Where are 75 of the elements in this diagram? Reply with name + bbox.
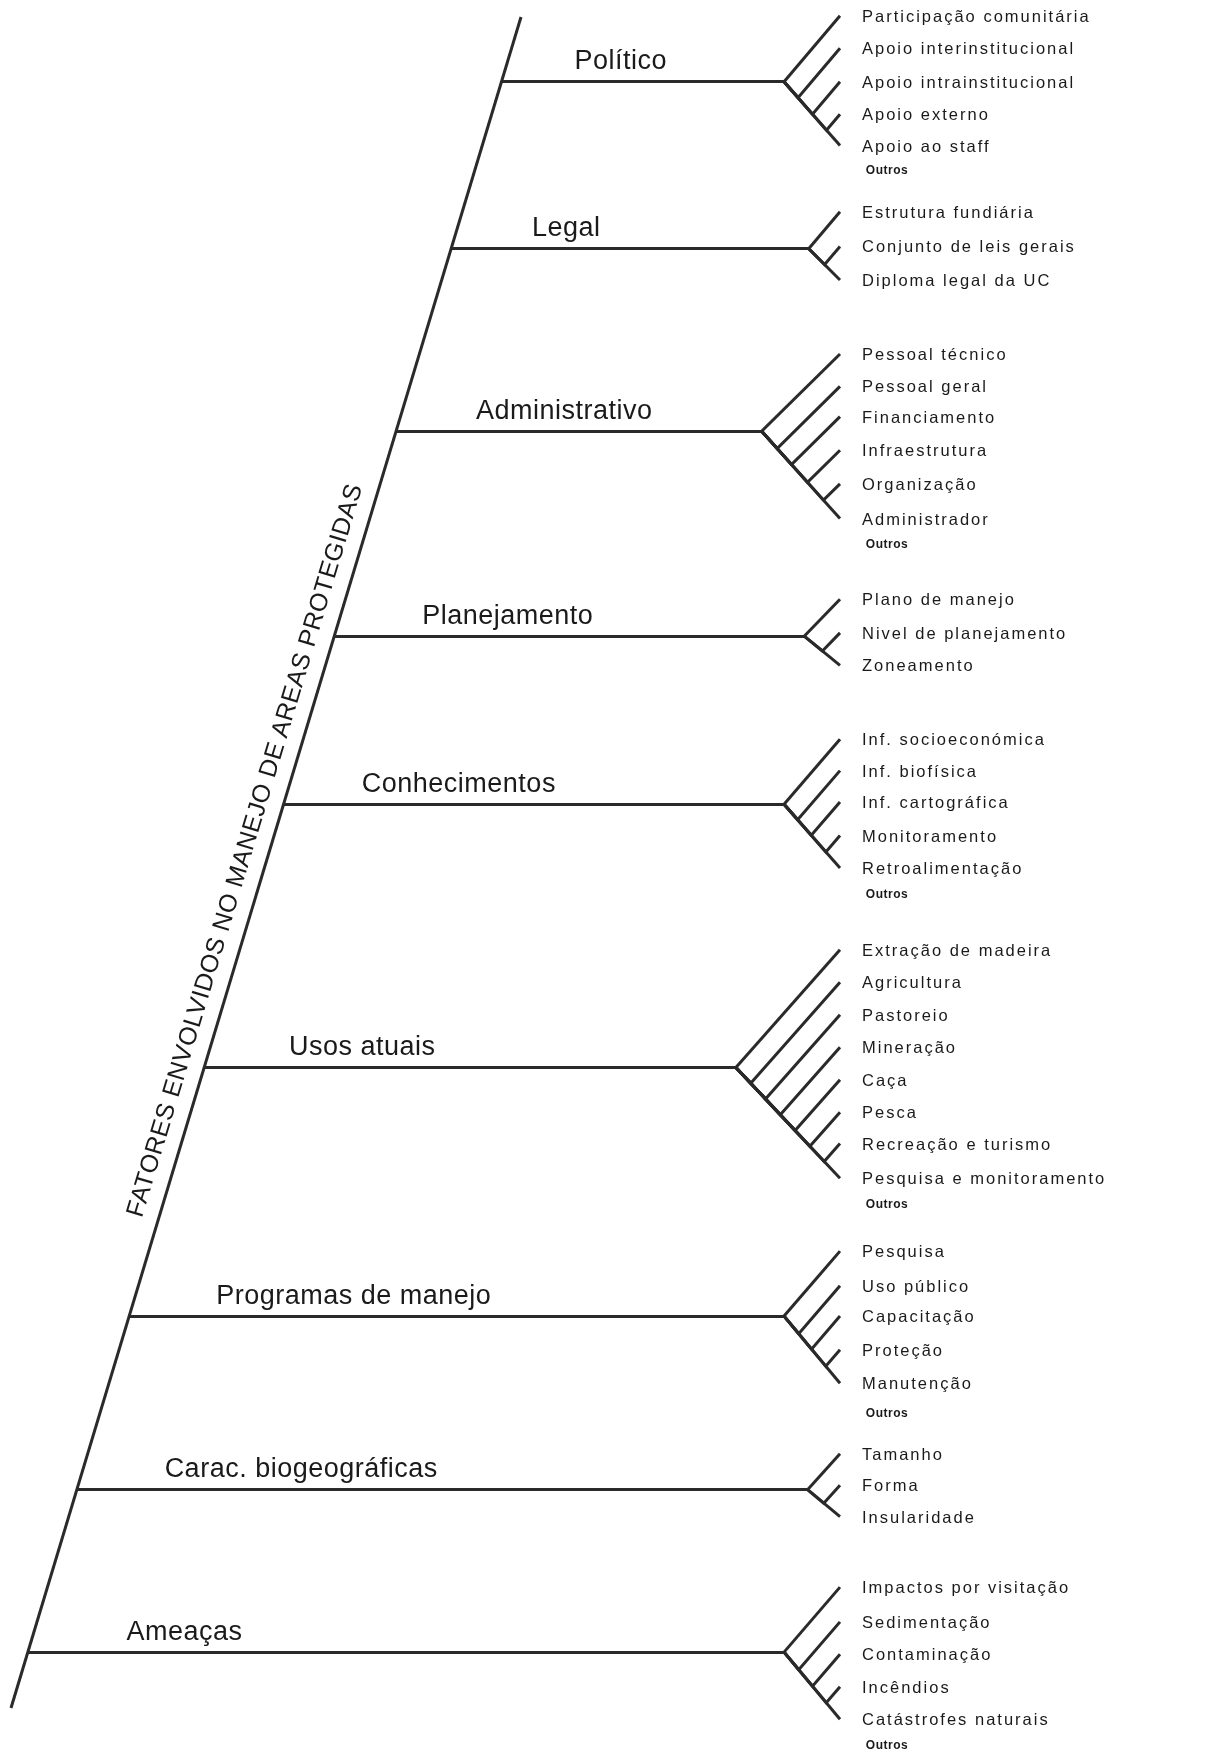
factor-label: Inf. cartográfica (840, 788, 1010, 815)
branch-line (803, 598, 842, 638)
factor-label: Pastoreio (840, 1001, 950, 1028)
branch-line (782, 1315, 842, 1385)
branch-line (734, 948, 842, 1069)
factor-label: Financiamento (840, 403, 997, 430)
factor-label: Retroalimentação (840, 855, 1024, 882)
factor-label: Agricultura (840, 969, 963, 996)
factor-label: Inf. socioeconómica (840, 726, 1046, 753)
branch-line (803, 635, 841, 667)
category-label: Planejamento (422, 599, 594, 631)
factor-label: Apoio externo (840, 101, 990, 128)
factor-label: Nivel de planejamento (840, 619, 1068, 646)
factor-label: Extração de madeira (840, 936, 1053, 963)
factor-label: Catástrofes naturais (840, 1706, 1050, 1733)
category-label: Usos atuais (288, 1030, 436, 1062)
factor-label: Tamanho (840, 1440, 944, 1467)
factor-label: Sedimentação (840, 1608, 992, 1635)
branch-line (760, 352, 842, 433)
category-label: Ameaças (126, 1615, 243, 1647)
branch-line (782, 14, 842, 83)
note-label: Outros (865, 163, 909, 178)
factor-label: Apoio intrainstitucional (840, 68, 1076, 95)
factor-label: Pesquisa (840, 1238, 946, 1265)
factor-label: Diploma legal da UC (840, 267, 1052, 293)
factor-label: Caça (840, 1066, 909, 1093)
category-label: Político (574, 45, 668, 77)
factor-label: Contaminação (840, 1641, 993, 1668)
factor-label: Zoneamento (840, 652, 975, 679)
branch-line (760, 430, 842, 520)
branch-line (807, 210, 842, 250)
factor-label: Pesca (840, 1099, 918, 1126)
factor-label: Insularidade (840, 1503, 976, 1530)
branch-line (807, 247, 842, 282)
note-label: Outros (865, 1738, 909, 1753)
note-label: Outros (865, 537, 909, 552)
factor-label: Pesquisa e monitoramento (840, 1165, 1107, 1192)
factor-label: Forma (840, 1472, 920, 1499)
factor-label: Estrutura fundiária (840, 198, 1035, 225)
factor-label: Capacitação (840, 1303, 976, 1330)
category-label: Programas de manejo (216, 1279, 492, 1311)
factor-label: Organização (840, 470, 978, 497)
factor-label: Monitoramento (840, 822, 999, 849)
factor-label: Plano de manejo (840, 586, 1016, 613)
factor-label: Participação comunitária (840, 2, 1091, 29)
category-label: Conhecimentos (361, 767, 556, 799)
branch-line (782, 1586, 842, 1654)
factor-label: Pessoal geral (840, 373, 988, 400)
factor-label: Infraestrutura (840, 437, 989, 464)
category-label: Legal (532, 212, 601, 244)
branch-line (806, 1452, 842, 1491)
factor-label: Conjunto de leis gerais (840, 233, 1076, 260)
factor-label: Proteção (840, 1336, 945, 1363)
branch-line (782, 738, 842, 806)
factor-label: Mineração (840, 1034, 958, 1061)
note-label: Outros (865, 1405, 909, 1420)
category-label: Carac. biogeográficas (164, 1453, 438, 1485)
branch-line (782, 80, 842, 147)
branch-line (782, 803, 842, 870)
note-label: Outros (865, 886, 909, 901)
branch-line (806, 1488, 841, 1518)
note-label: Outros (865, 1197, 909, 1212)
factor-label: Apoio interinstitucional (840, 35, 1076, 62)
factor-label: Incêndios (840, 1673, 951, 1700)
branch-line (782, 1651, 842, 1721)
category-label: Administrativo (476, 394, 653, 426)
factor-label: Uso público (840, 1272, 971, 1299)
factor-label: Recreação e turismo (840, 1130, 1053, 1157)
factor-label: Manutenção (840, 1370, 973, 1397)
branch-line (782, 1250, 842, 1318)
factor-label: Apoio ao staff (840, 132, 991, 159)
factor-label: Impactos por visitação (840, 1574, 1071, 1601)
factor-label: Pessoal técnico (840, 340, 1008, 367)
factor-label: Administrador (840, 505, 990, 532)
factor-label: Inf. biofísica (840, 757, 979, 784)
